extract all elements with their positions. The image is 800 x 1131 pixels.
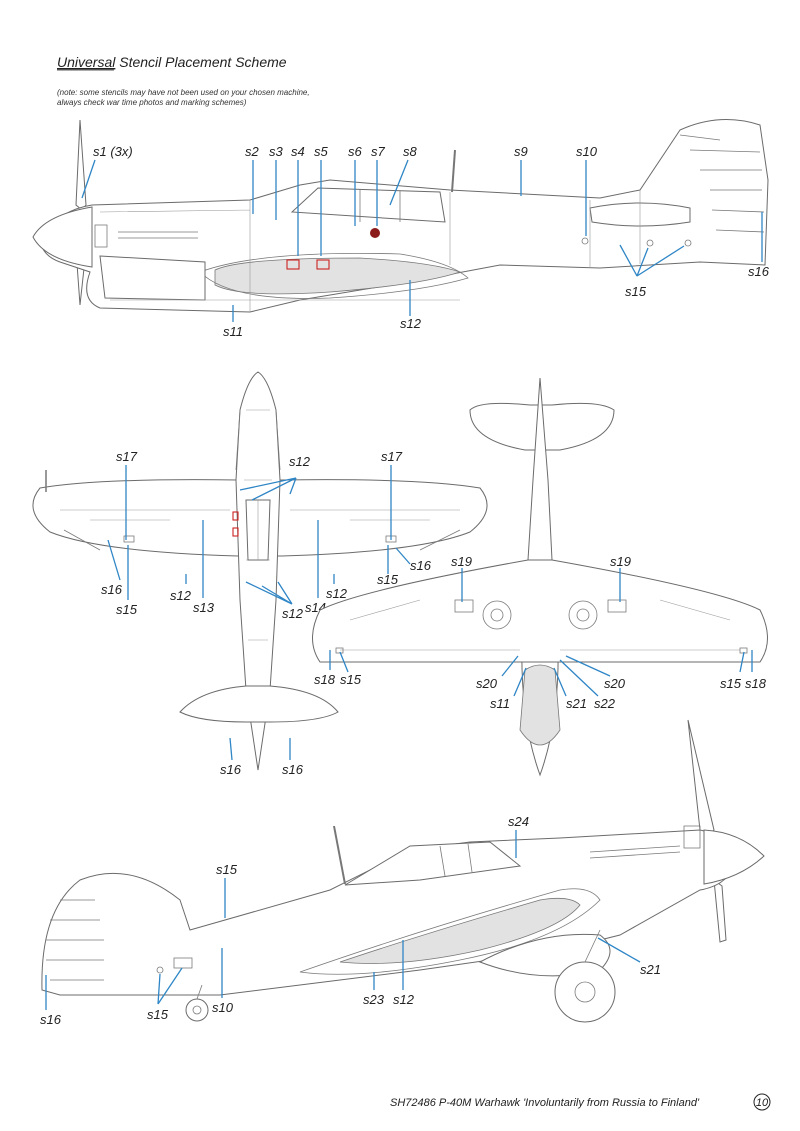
label-s13: s13 [193, 600, 215, 615]
label-s16-e: s16 [40, 1012, 62, 1027]
label-s5: s5 [314, 144, 329, 159]
label-s15-b: s15 [377, 572, 399, 587]
footer-caption: SH72486 P-40M Warhawk 'Involuntarily fro… [390, 1097, 700, 1109]
label-s17-b: s17 [381, 449, 403, 464]
label-s3: s3 [269, 144, 284, 159]
label-s16-c: s16 [220, 762, 242, 777]
label-s12-c: s12 [282, 606, 304, 621]
label-s21-a: s21 [566, 696, 587, 711]
label-s15: s15 [625, 284, 647, 299]
plan-view-bottom: s19 s19 s18 s15 s20 s11 s21 s22 s20 s15 … [312, 377, 768, 777]
label-s10-b: s10 [212, 1000, 234, 1015]
label-s20-b: s20 [604, 676, 626, 691]
label-s4: s4 [291, 144, 305, 159]
note-line-1: (note: some stencils may have not been u… [57, 88, 310, 97]
label-s16-b: s16 [410, 558, 432, 573]
label-s20-a: s20 [476, 676, 498, 691]
sheet-title-underlined: Universal [57, 54, 116, 70]
side-profile-left: s1 (3x) s2 s3 s4 s5 s6 s7 s8 s9 s10 s16 … [32, 119, 770, 339]
label-s15-c: s15 [340, 672, 362, 687]
label-s15-d: s15 [720, 676, 742, 691]
label-s19-a: s19 [451, 554, 472, 569]
label-s12: s12 [400, 316, 422, 331]
plan-view-top: s12 s17 s17 s16 s15 s12 s13 s12 s14 s12 … [32, 371, 488, 777]
label-s11: s11 [223, 324, 243, 339]
label-s15-e: s15 [216, 862, 238, 877]
label-s18-b: s18 [745, 676, 767, 691]
sheet-title: Universal Stencil Placement Scheme [57, 54, 287, 70]
label-s15-a: s15 [116, 602, 138, 617]
label-s12-b: s12 [170, 588, 192, 603]
label-s1: s1 (3x) [93, 144, 133, 159]
label-s10: s10 [576, 144, 598, 159]
label-s8: s8 [403, 144, 418, 159]
label-s15-f: s15 [147, 1007, 169, 1022]
page-number-circle [753, 1093, 771, 1111]
label-s12-d: s12 [326, 586, 348, 601]
label-s11-b: s11 [490, 696, 510, 711]
label-s16-a: s16 [101, 582, 123, 597]
side-profile-right: s24 s15 s10 s15 s16 s23 s12 s21 [40, 719, 765, 1027]
label-s12-a: s12 [289, 454, 311, 469]
label-s17-a: s17 [116, 449, 138, 464]
note-line-2: always check war time photos and marking… [57, 98, 247, 107]
label-s7: s7 [371, 144, 386, 159]
label-s2: s2 [245, 144, 260, 159]
stencil-dot [370, 228, 380, 238]
label-s19-b: s19 [610, 554, 631, 569]
label-s23: s23 [363, 992, 385, 1007]
label-s18-a: s18 [314, 672, 336, 687]
label-s21-b: s21 [640, 962, 661, 977]
label-s22: s22 [594, 696, 616, 711]
page-number: 10 [756, 1097, 769, 1109]
sheet-title-rest: Stencil Placement Scheme [115, 54, 286, 70]
label-s12-e: s12 [393, 992, 415, 1007]
label-s6: s6 [348, 144, 363, 159]
label-s16: s16 [748, 264, 770, 279]
label-s16-d: s16 [282, 762, 304, 777]
label-s24: s24 [508, 814, 529, 829]
label-s9: s9 [514, 144, 528, 159]
